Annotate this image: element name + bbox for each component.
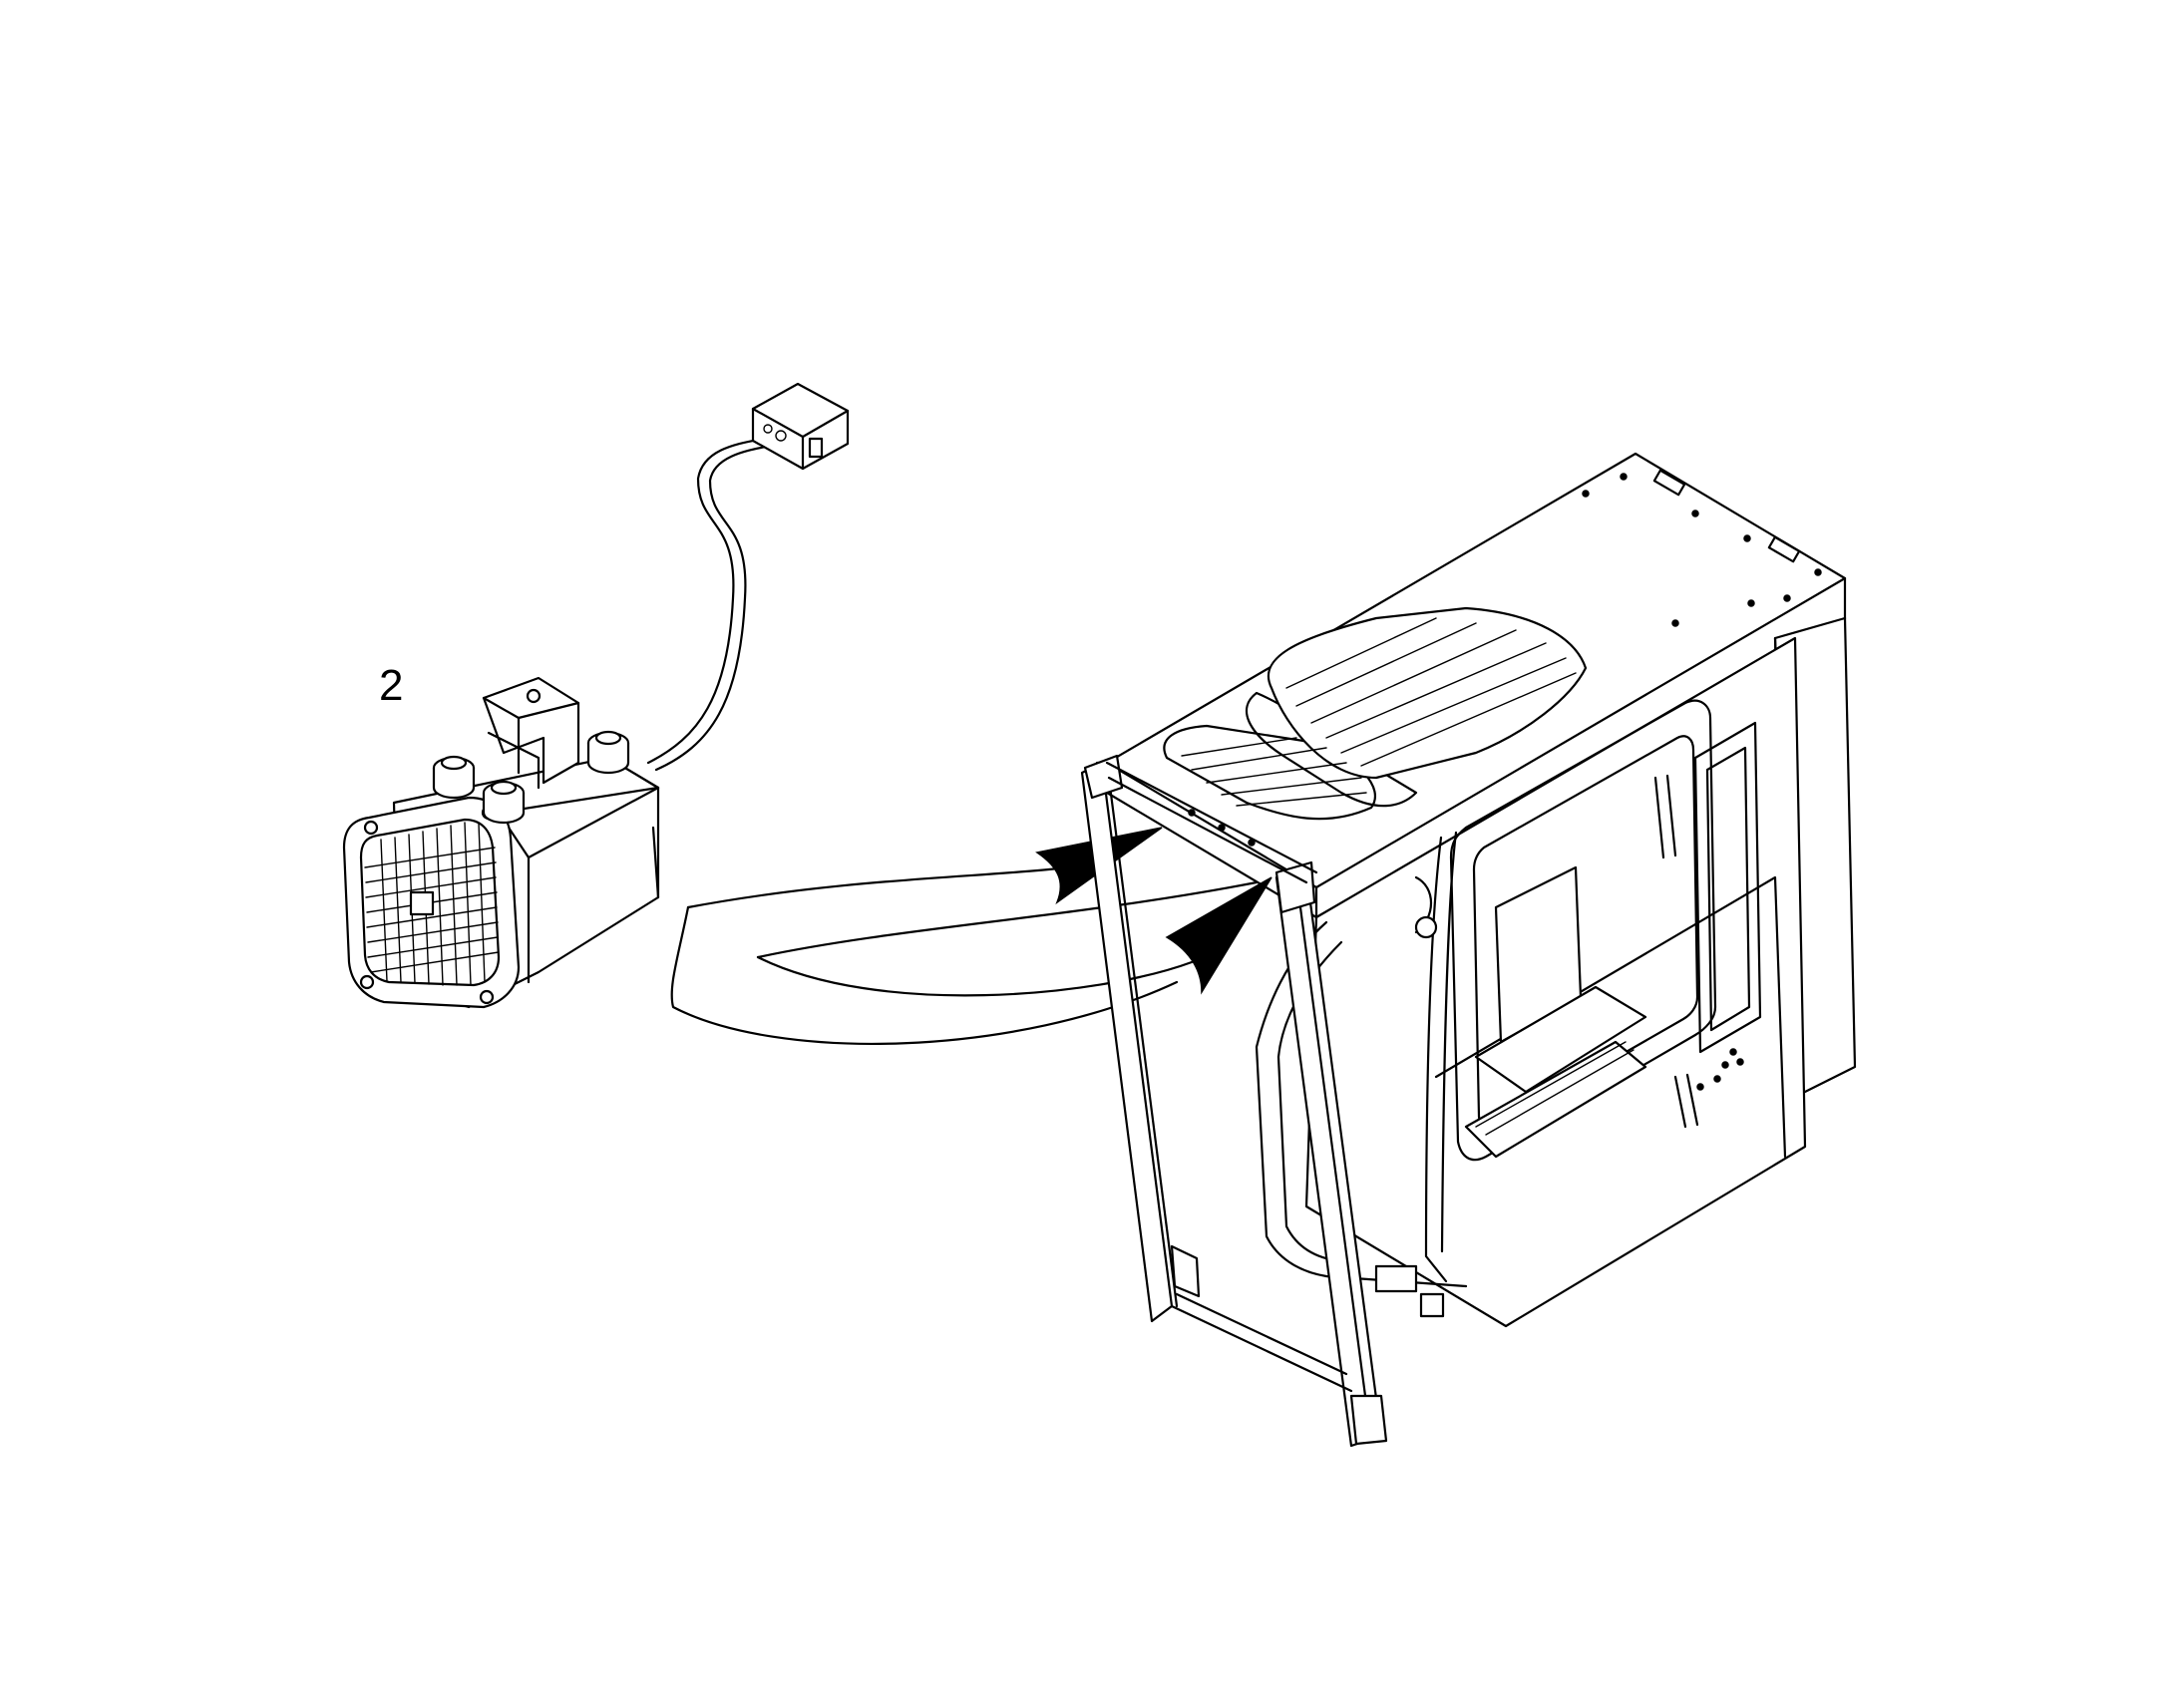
excavator-cab-icon <box>1080 452 1857 1448</box>
connector-icon <box>646 382 850 772</box>
work-lamp-icon <box>342 676 660 1009</box>
callout-number-2: 2 <box>379 661 403 710</box>
assembly-arrow-icon <box>670 827 1272 1045</box>
